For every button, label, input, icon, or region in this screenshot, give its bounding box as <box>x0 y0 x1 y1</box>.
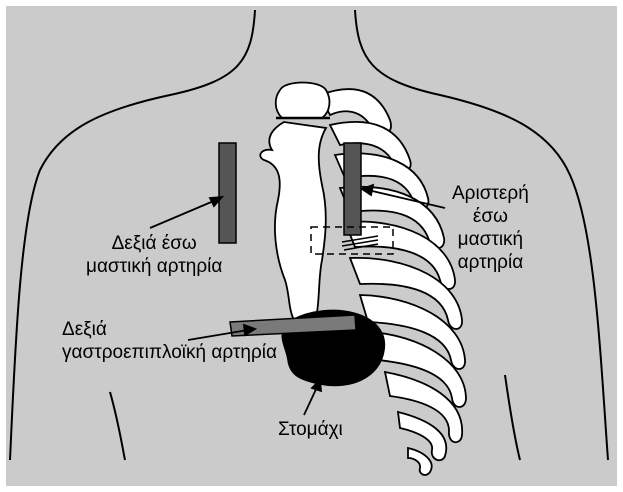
label-line: μαστική αρτηρία <box>86 255 222 278</box>
label-right-internal-mammary-artery: Δεξιά έσω μαστική αρτηρία <box>86 232 222 278</box>
left-internal-mammary-artery <box>344 143 361 235</box>
manubrium <box>276 83 330 119</box>
label-left-internal-mammary-artery: Αριστερή έσω μαστική αρτηρία <box>452 182 529 274</box>
label-stomach: Στομάχι <box>278 418 343 441</box>
label-line: Δεξιά έσω <box>86 232 222 255</box>
label-line: Στομάχι <box>278 418 343 441</box>
label-line: Αριστερή <box>452 182 529 205</box>
label-line: γαστροεπιπλοϊκή αρτηρία <box>62 341 277 364</box>
label-right-gastroepiploic-artery: Δεξιά γαστροεπιπλοϊκή αρτηρία <box>62 318 277 364</box>
label-line: Δεξιά <box>62 318 277 341</box>
right-internal-mammary-artery <box>219 143 236 243</box>
label-line: αρτηρία <box>452 251 529 274</box>
label-line: μαστική <box>452 228 529 251</box>
label-line: έσω <box>452 205 529 228</box>
